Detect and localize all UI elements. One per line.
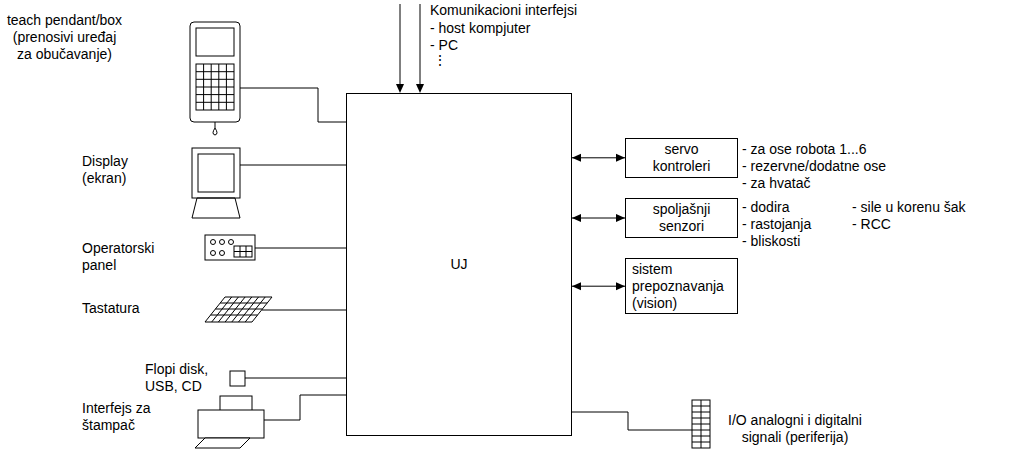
annotation-text: - za hvatač <box>742 175 810 192</box>
annotation-text: - za ose robota 1...6 <box>742 141 867 158</box>
keyboard-icon <box>205 297 272 322</box>
node-text: Display (ekran) <box>82 153 144 187</box>
arrow-head <box>616 154 625 162</box>
connector <box>572 412 692 430</box>
teach-pendant-icon <box>190 22 240 135</box>
disk-icon <box>230 371 245 386</box>
device-node: Operatorski panel <box>80 236 255 286</box>
connector-line <box>262 310 346 311</box>
annotation-text: - rastojanja <box>742 216 811 233</box>
node-text: spoljašnji senzori <box>642 201 721 235</box>
connector-line <box>255 248 346 249</box>
connector-line <box>240 88 346 122</box>
annotation-text: - host kompjuter <box>430 20 530 37</box>
display-icon <box>192 148 240 218</box>
connector-line <box>245 378 346 379</box>
connector <box>262 310 346 311</box>
annotation-text: - sile u korenu šak <box>852 199 966 216</box>
node-text: UJ <box>450 256 467 273</box>
device-node: Tastatura <box>80 296 262 324</box>
connector <box>572 214 625 222</box>
module-box: spoljašnji senzori <box>625 198 738 238</box>
node-text: servo kontroleri <box>642 141 721 175</box>
annotation-text: - bliskosti <box>742 233 800 250</box>
connector-line <box>572 412 692 430</box>
node-text: Operatorski panel <box>82 240 162 274</box>
connector <box>240 165 346 166</box>
control-unit-box: UJ <box>346 93 572 436</box>
connector <box>264 395 346 420</box>
arrow-head <box>572 282 581 290</box>
node-text: Interfejs za štampač <box>82 400 160 434</box>
connector <box>245 378 346 379</box>
node-text: Flopi disk, USB, CD <box>145 361 217 395</box>
io-connector-icon <box>692 400 710 448</box>
node-text: I/O analogni i digitalni signali (perife… <box>720 412 870 446</box>
arrow-head <box>572 154 581 162</box>
device-node: teach pendant/box (prenosivi uređaj za o… <box>5 8 240 138</box>
connector-line <box>264 395 346 420</box>
connector <box>255 248 346 249</box>
device-node: Interfejs za štampač <box>80 398 264 448</box>
annotation-text: Komunikacioni interfejsi <box>430 2 577 19</box>
module-box: sistem prepoznavanja (vision) <box>625 258 738 314</box>
node-text: Tastatura <box>82 300 162 317</box>
io-node: I/O analogni i digitalni signali (perife… <box>692 398 910 448</box>
connector <box>572 282 625 290</box>
arrow-head <box>572 214 581 222</box>
annotation-text: ⋮ <box>433 52 447 69</box>
arrow-head <box>616 214 625 222</box>
annotation-text: - rezervne/dodatne ose <box>742 158 886 175</box>
annotation-text: - dodira <box>742 199 789 216</box>
printer-icon <box>195 396 264 448</box>
connector-line <box>240 165 346 166</box>
operator-panel-icon <box>205 235 255 260</box>
device-node: Flopi disk, USB, CD <box>143 360 245 397</box>
module-box: servo kontroleri <box>625 138 738 178</box>
input-arrows <box>396 4 424 93</box>
arrow-head <box>616 282 625 290</box>
connector <box>572 154 625 162</box>
node-text: teach pendant/box (prenosivi uređaj za o… <box>5 12 124 62</box>
annotation-text: - PC <box>430 37 458 54</box>
annotation-text: - RCC <box>852 216 891 233</box>
device-node: Display (ekran) <box>80 145 240 225</box>
connector <box>240 88 346 122</box>
node-text: sistem prepoznavanja (vision) <box>632 261 731 311</box>
